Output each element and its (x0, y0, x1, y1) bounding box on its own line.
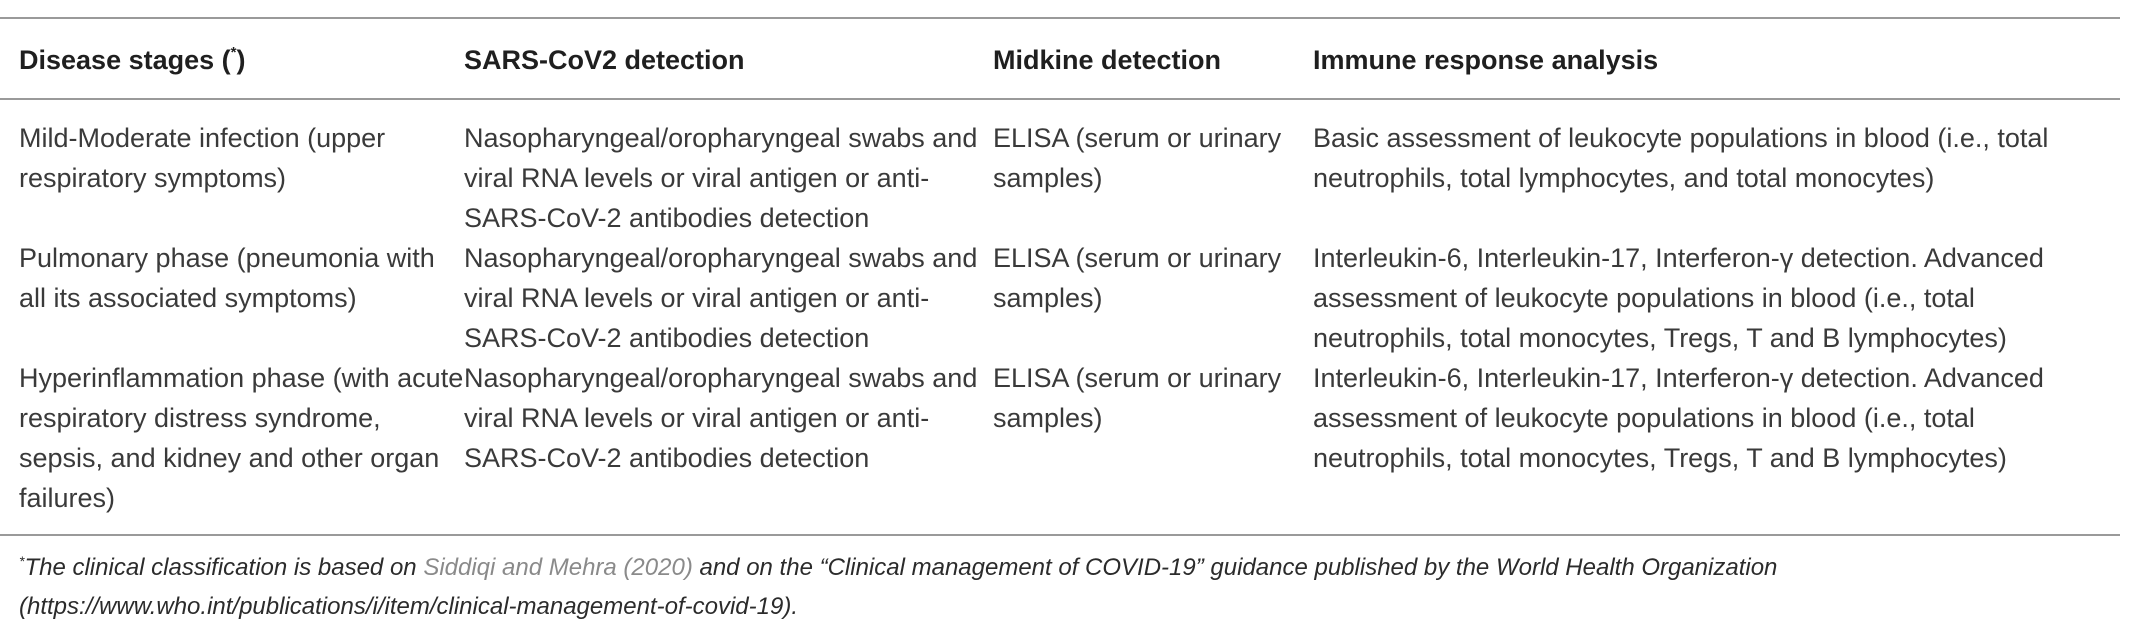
table-footnote: *The clinical classification is based on… (19, 553, 1778, 620)
data-table: Disease stages (*) SARS-CoV2 detection M… (0, 40, 2120, 518)
header-disease-stages: Disease stages (*) (19, 44, 246, 75)
cell-midkine: ELISA (serum or urinary samples) (993, 363, 1282, 433)
cell-stage: Pulmonary phase (pneumonia with all its … (19, 243, 435, 313)
header-sars-detection: SARS-CoV2 detection (464, 45, 745, 75)
top-rule (0, 17, 2120, 19)
header-rule (0, 98, 2120, 100)
header-row: Disease stages (*) SARS-CoV2 detection M… (0, 40, 2120, 98)
table-row: Mild-Moderate infection (upper respirato… (0, 118, 2120, 238)
cell-immune: Basic assessment of leukocyte population… (1313, 123, 2049, 193)
header-footnote-mark: * (230, 44, 237, 61)
footer-rule (0, 534, 2120, 536)
footnote-mark: * (19, 553, 25, 569)
cell-immune: Interleukin-6, Interleukin-17, Interfero… (1313, 363, 2044, 473)
table-row: Hyperinflammation phase (with acute resp… (0, 358, 2120, 518)
header-midkine-detection: Midkine detection (993, 45, 1222, 75)
cell-midkine: ELISA (serum or urinary samples) (993, 123, 1282, 193)
table-row: Pulmonary phase (pneumonia with all its … (0, 238, 2120, 358)
cell-sars: Nasopharyngeal/oropharyngeal swabs and v… (464, 123, 978, 233)
header-immune-response: Immune response analysis (1313, 45, 1659, 75)
reference-link[interactable]: Siddiqi and Mehra (2020) (423, 554, 693, 581)
cell-immune: Interleukin-6, Interleukin-17, Interfero… (1313, 243, 2044, 353)
cell-stage: Mild-Moderate infection (upper respirato… (19, 123, 386, 193)
cell-sars: Nasopharyngeal/oropharyngeal swabs and v… (464, 243, 978, 353)
cell-stage: Hyperinflammation phase (with acute resp… (19, 363, 464, 513)
cell-midkine: ELISA (serum or urinary samples) (993, 243, 1282, 313)
cell-sars: Nasopharyngeal/oropharyngeal swabs and v… (464, 363, 978, 473)
